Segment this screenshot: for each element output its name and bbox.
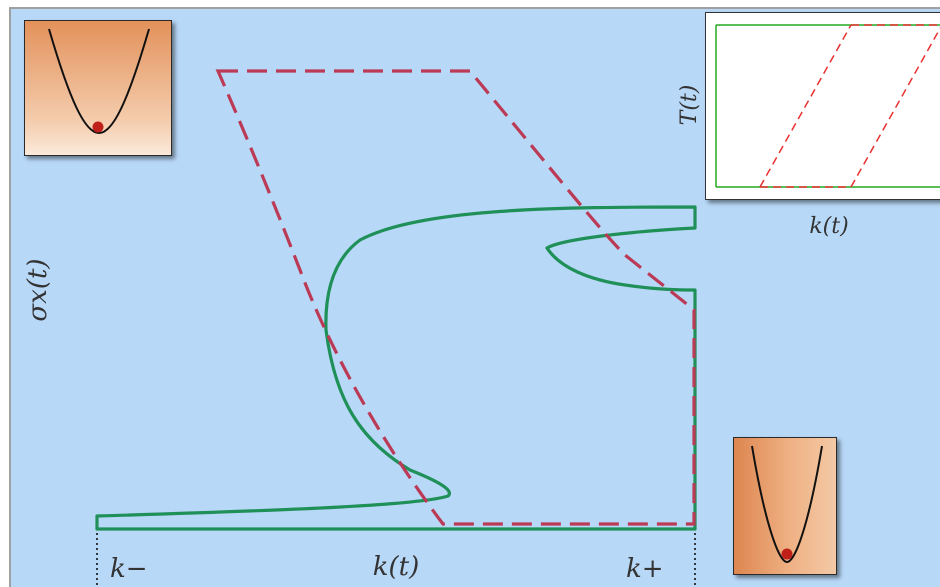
parabola-well-icon [751,445,823,564]
ball-icon [781,548,793,560]
inset-dashed-left [759,24,852,188]
plot-frame [9,7,940,587]
inset-svg [715,24,940,188]
potential-well-thumbnail-end [733,437,837,575]
ball-icon [92,121,104,133]
x-axis-label: k(t) [373,552,420,582]
inset-dashed-right [850,27,940,188]
x-tick-k-minus: k− [110,554,148,584]
inset-plot [705,12,940,200]
parabola-well-icon [48,28,150,135]
x-tick-k-plus: k+ [626,554,664,584]
dashed-cycle-curve [215,69,696,526]
solid-trajectory-curve [95,205,697,531]
y-axis-label: σx(t) [23,258,53,321]
potential-well-thumbnail-start [24,20,172,156]
